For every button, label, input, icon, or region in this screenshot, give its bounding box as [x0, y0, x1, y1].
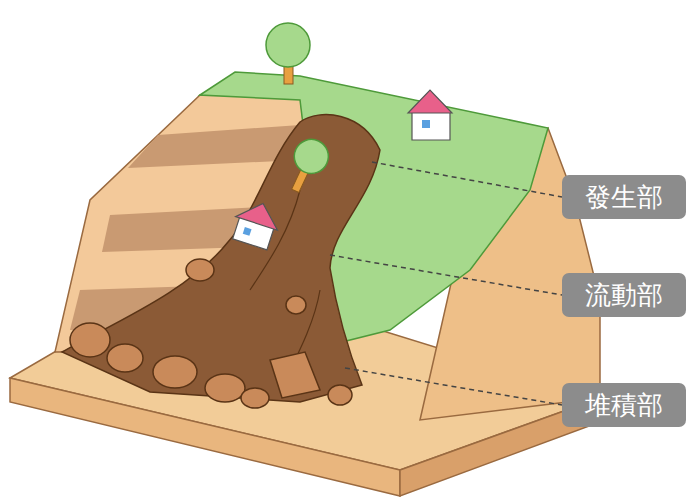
tree [266, 23, 310, 84]
part-label: 流動部 [585, 280, 663, 310]
boulders [70, 259, 352, 408]
part-label: 發生部 [585, 182, 663, 212]
leader-lines [330, 162, 562, 405]
part-label: 堆積部 [585, 390, 663, 420]
falling-tree [280, 134, 334, 198]
landslide-mass [62, 115, 380, 402]
part-label-box: 堆積部 [562, 383, 686, 427]
falling-house [229, 197, 284, 251]
part-label-box: 發生部 [562, 175, 686, 219]
part-label-box: 流動部 [562, 273, 686, 317]
house [408, 90, 452, 140]
